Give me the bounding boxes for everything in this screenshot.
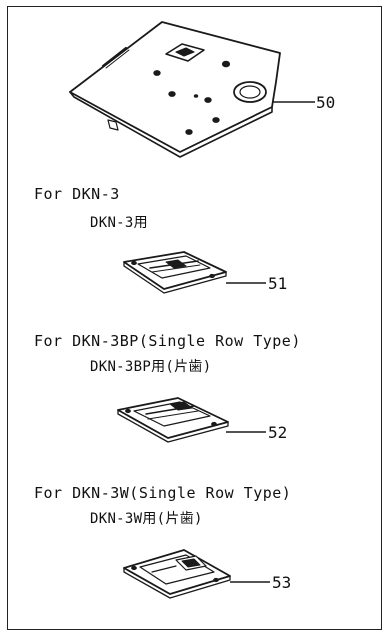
throat-plate-icon xyxy=(69,21,281,158)
feed-plate-icon xyxy=(117,397,229,443)
section-subheading-52: DKN-3BP用(片歯) xyxy=(90,359,212,375)
feed-plate-icon xyxy=(123,549,231,599)
section-heading-53: For DKN-3W(Single Row Type) xyxy=(34,484,292,502)
part-number-52: 52 xyxy=(268,423,288,442)
section-subheading-53: DKN-3W用(片歯) xyxy=(90,511,203,527)
section-subheading-51: DKN-3用 xyxy=(90,215,148,231)
part-number-50: 50 xyxy=(316,93,336,112)
section-heading-52: For DKN-3BP(Single Row Type) xyxy=(34,332,301,350)
feed-plate-icon xyxy=(123,251,227,294)
part-number-53: 53 xyxy=(272,573,292,592)
diagram-frame xyxy=(7,6,382,630)
part-number-51: 51 xyxy=(268,274,288,293)
section-heading-51: For DKN-3 xyxy=(34,185,120,203)
